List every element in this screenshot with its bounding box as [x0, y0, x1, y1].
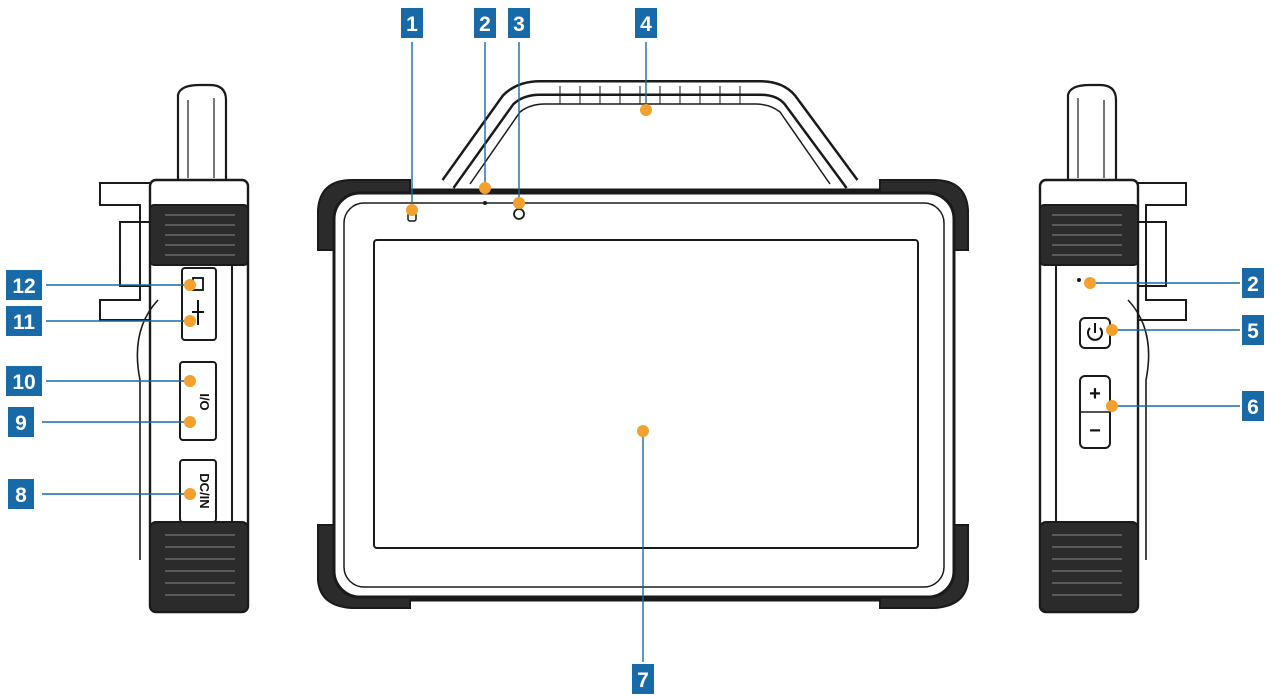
left-top-cap — [176, 83, 228, 184]
callout-4-box — [635, 8, 657, 38]
callouts: 1 2 3 4 2 — [6, 8, 1264, 694]
callout-12-box — [6, 270, 42, 300]
callout-2-box — [474, 8, 496, 38]
callout-3: 3 — [508, 8, 530, 209]
side-microphone — [1077, 278, 1081, 282]
callout-2-side-number: 2 — [1247, 273, 1259, 296]
right-lower-bumper — [1039, 521, 1139, 613]
touch-screen — [373, 239, 919, 549]
callout-9-number: 9 — [15, 412, 27, 435]
usb-icon — [192, 300, 204, 325]
power-icon — [1087, 323, 1103, 341]
callout-11-box — [6, 306, 42, 336]
left-side-view: I/O DC/IN — [99, 83, 250, 614]
callout-7-dot — [637, 425, 649, 437]
left-handle-bracket — [99, 182, 154, 321]
callout-1: 1 — [401, 8, 423, 216]
callout-5-dot — [1106, 324, 1118, 336]
callout-8-number: 8 — [15, 484, 27, 507]
callout-5: 5 — [1106, 315, 1264, 345]
callout-10: 10 — [6, 366, 196, 396]
callout-6-dot — [1106, 400, 1118, 412]
dc-in-port-label: DC/IN — [197, 473, 212, 508]
callout-10-number: 10 — [12, 371, 35, 394]
callout-6-number: 6 — [1247, 396, 1259, 419]
callout-2-number: 2 — [479, 13, 491, 36]
callout-8-box — [8, 479, 34, 509]
callout-1-box — [401, 8, 423, 38]
right-top-cap — [1066, 83, 1118, 184]
callout-10-dot — [184, 375, 196, 387]
callout-9-dot — [184, 416, 196, 428]
callout-5-number: 5 — [1247, 320, 1259, 343]
callout-9: 9 — [8, 407, 196, 437]
callout-7-number: 7 — [637, 669, 649, 692]
callout-2-side: 2 — [1084, 268, 1264, 298]
callout-12-dot — [184, 279, 196, 291]
callout-12-number: 12 — [12, 275, 35, 298]
callout-4: 4 — [635, 8, 657, 116]
io-port-label: I/O — [197, 393, 212, 410]
volume-up-label: + — [1089, 383, 1101, 405]
volume-down-label: − — [1089, 420, 1101, 442]
right-side-view: + − — [1038, 83, 1187, 614]
callout-3-number: 3 — [513, 13, 525, 36]
callout-11-dot — [184, 315, 196, 327]
callout-3-box — [508, 8, 530, 38]
callout-7-box — [632, 664, 654, 694]
callout-9-box — [8, 407, 34, 437]
tablet-bezel — [343, 202, 945, 588]
callout-8-dot — [184, 488, 196, 500]
dc-in-port-cover — [179, 459, 217, 523]
callout-11-number: 11 — [13, 311, 36, 334]
callout-6: 6 — [1106, 391, 1264, 421]
callout-4-number: 4 — [640, 13, 652, 36]
callout-12: 12 — [6, 270, 196, 300]
callout-1-number: 1 — [406, 13, 418, 36]
callout-7: 7 — [632, 425, 654, 694]
callout-2: 2 — [474, 8, 496, 194]
callout-4-dot — [640, 104, 652, 116]
callout-11: 11 — [6, 306, 196, 336]
right-handle-bracket — [1132, 182, 1187, 321]
callout-2-dot — [479, 182, 491, 194]
callout-5-box — [1242, 315, 1264, 345]
callout-2-side-dot — [1084, 277, 1096, 289]
callout-8: 8 — [8, 479, 196, 509]
front-view — [317, 80, 969, 609]
callout-6-box — [1242, 391, 1264, 421]
callout-3-dot — [513, 197, 525, 209]
callout-1-dot — [406, 204, 418, 216]
callout-2-side-box — [1242, 268, 1264, 298]
front-microphone — [483, 201, 487, 205]
callout-10-box — [6, 366, 42, 396]
